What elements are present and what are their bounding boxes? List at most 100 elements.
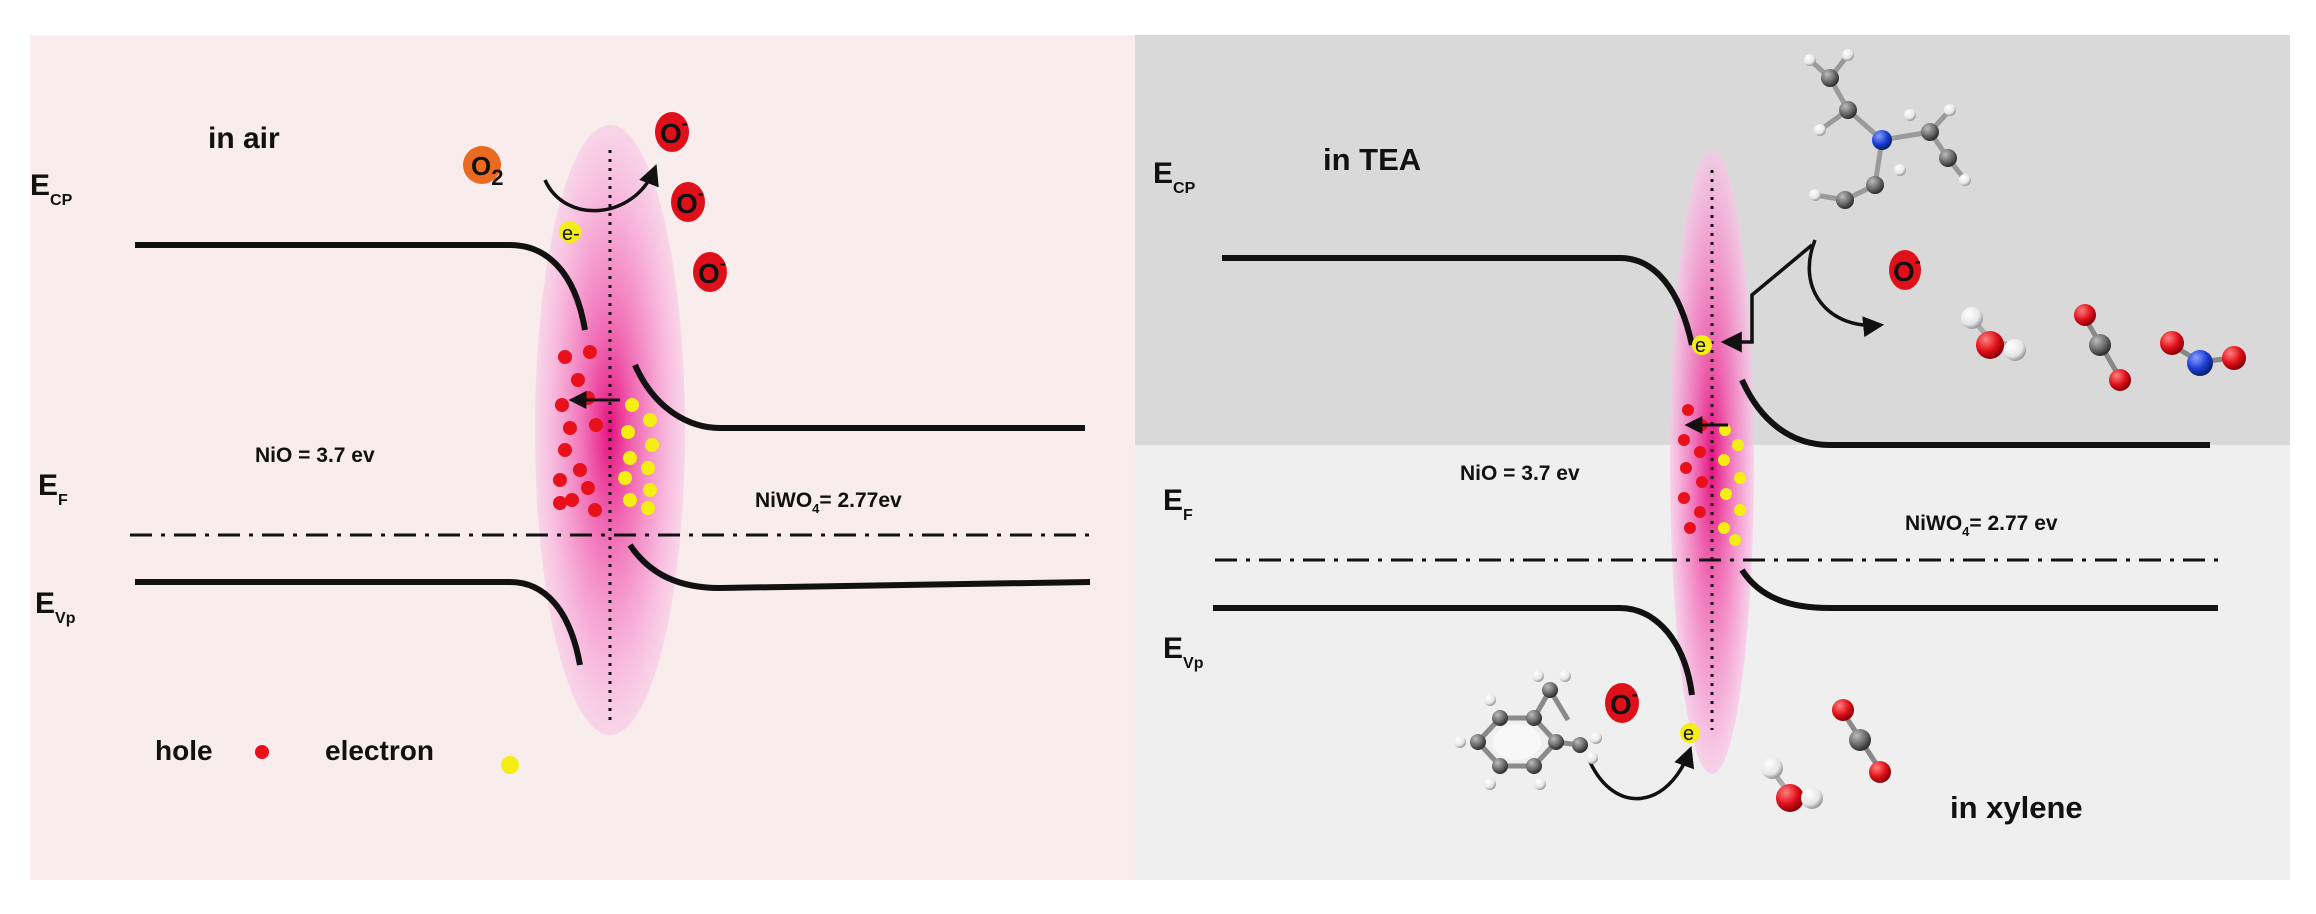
electron-dot (1729, 534, 1741, 546)
electron-dot (643, 483, 657, 497)
nio-bandgap-label: NiO = 3.7 ev (255, 444, 375, 467)
condition-label-tea: in TEA (1323, 142, 1421, 177)
hole-dot (571, 373, 585, 387)
hole-dot (573, 463, 587, 477)
oxygen-ion-xylene: O- (1605, 683, 1639, 723)
nio-bandgap-label-right: NiO = 3.7 ev (1460, 462, 1580, 485)
valence-band-nio-right (1213, 605, 1695, 696)
o2-atom (463, 146, 501, 184)
hole-dot (589, 418, 603, 432)
conduction-band-nio (135, 242, 588, 331)
electron-dot (641, 501, 655, 515)
legend-electron-dot (501, 756, 519, 774)
hole-dot (1678, 434, 1690, 446)
hole-dot (1694, 446, 1706, 458)
legend-hole-dot (255, 745, 269, 759)
ef-label: EF (38, 469, 68, 509)
evp-label-right: EVp (1163, 632, 1204, 672)
electron-dot (1734, 472, 1746, 484)
condition-label-air: in air (208, 122, 280, 155)
conduction-band-niwo4 (632, 363, 1085, 431)
evp-label: EVp (35, 587, 76, 627)
condition-label-xylene: in xylene (1950, 790, 2083, 825)
o2-adsorption-arrow (543, 164, 659, 213)
valence-band-niwo4-right (1739, 568, 2218, 611)
electron-dot (621, 425, 635, 439)
conduction-band-niwo4-right (1739, 378, 2210, 448)
co2-molecule-top (2074, 304, 2131, 391)
xylene-molecule (1454, 670, 1602, 790)
left-panel: O2 e- O- O- O- in air ECP EF EVp NiO = 3… (30, 112, 1091, 774)
niwo4-bandgap-label: NiWO4= 2.77ev (755, 489, 902, 516)
electron-dot (1732, 439, 1744, 451)
hole-dot (581, 391, 595, 405)
electron-dot (1720, 488, 1732, 500)
electrons-cluster (618, 398, 659, 515)
niwo4-bandgap-label-right: NiWO4= 2.77 ev (1905, 512, 2058, 539)
electron-dot (1718, 522, 1730, 534)
electron-dot (645, 438, 659, 452)
electron-tag-dot (559, 221, 581, 243)
hole-dot (588, 503, 602, 517)
svg-text:O-: O- (1893, 251, 1921, 287)
svg-text:O-: O- (676, 183, 704, 219)
svg-text:O-: O- (660, 113, 688, 149)
hole-dot (1684, 522, 1696, 534)
hole-dot (583, 345, 597, 359)
electron-tag-label: e- (562, 223, 580, 245)
right-panel: e O- (1153, 49, 2246, 825)
conduction-band-nio-right (1222, 255, 1695, 346)
electron-tag-dot-top (1692, 335, 1712, 355)
junction-glow-right (1670, 150, 1754, 774)
tea-injection-arrow (1720, 243, 1814, 353)
svg-text:O-: O- (1610, 684, 1638, 720)
hole-dot (558, 443, 572, 457)
electron-dot (618, 471, 632, 485)
hole-dot (1696, 476, 1708, 488)
oxygen-ion-tea: O- (1889, 250, 1921, 290)
electron-dot (1719, 424, 1731, 436)
oxygen-ion-3: O- (693, 252, 727, 292)
valence-band-niwo4 (627, 543, 1091, 592)
electrons-cluster-right (1718, 424, 1746, 546)
o2-label: O2 (471, 151, 503, 190)
xylene-reaction-arrow (1588, 746, 1695, 801)
water-molecule-bottom (1761, 757, 1823, 812)
electron-dot (625, 398, 639, 412)
no2-molecule (2160, 331, 2246, 376)
electron-tag-dot-bottom (1680, 723, 1700, 743)
oxygen-ion-1: O- (655, 112, 689, 152)
electron-dot (623, 451, 637, 465)
hole-dot (1678, 492, 1690, 504)
tea-atoms (1804, 49, 1971, 209)
water-molecule-top (1961, 307, 2026, 361)
ecp-label: ECP (30, 169, 73, 209)
electron-dot (1718, 454, 1730, 466)
ecp-label-right: ECP (1153, 157, 1196, 197)
hole-dot (555, 398, 569, 412)
hole-dot (581, 481, 595, 495)
electron-dot (623, 493, 637, 507)
hole-dot (1682, 404, 1694, 416)
hole-dot (563, 421, 577, 435)
legend-hole-label: hole (155, 735, 213, 766)
hole-dot (565, 493, 579, 507)
ef-label-right: EF (1163, 484, 1193, 524)
electron-dot (1734, 504, 1746, 516)
hole-dot (1680, 462, 1692, 474)
svg-text:O-: O- (698, 253, 726, 289)
electron-dot (643, 413, 657, 427)
co2-molecule-bottom (1832, 699, 1891, 783)
valence-band-nio (135, 579, 583, 666)
electron-tag-label-bottom: e (1683, 723, 1694, 745)
electron-tag-label-top: e (1695, 335, 1706, 357)
tea-reaction-arrow (1807, 239, 1885, 338)
legend-electron-label: electron (325, 735, 434, 766)
hole-dot (553, 496, 567, 510)
hole-dot (553, 473, 567, 487)
hole-dot (558, 350, 572, 364)
electron-dot (641, 461, 655, 475)
hole-dot (1694, 506, 1706, 518)
oxygen-ion-2: O- (671, 182, 705, 222)
